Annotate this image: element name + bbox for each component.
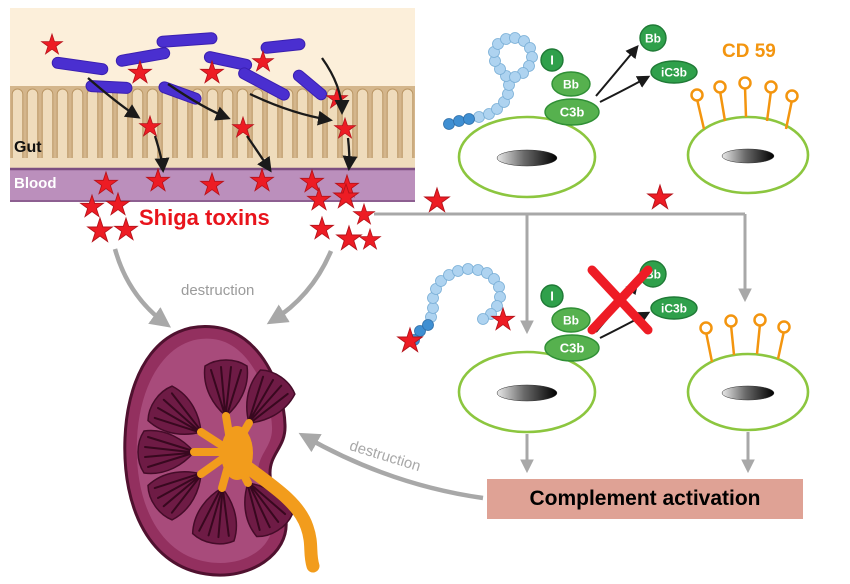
ic3b-molecule — [650, 296, 698, 320]
factor-i-molecule — [540, 284, 564, 308]
cd59-receptors-top — [690, 76, 799, 130]
cd59-label: CD 59 — [722, 41, 776, 62]
factor-h-anchor-beads — [443, 113, 475, 130]
complement-activation-box: Complement activation — [487, 479, 803, 519]
ic3b-molecule — [650, 60, 698, 84]
bb-label: Bb — [563, 78, 579, 92]
cleavage-arrows-top — [595, 44, 651, 103]
c3b-molecule — [544, 98, 600, 126]
nucleus — [721, 148, 775, 164]
inhibition-cross-icon — [587, 265, 653, 335]
c3b-label: C3b — [560, 341, 585, 356]
ic3b-label: iC3b — [661, 66, 687, 80]
factor-i-label: I — [550, 53, 554, 68]
cd59-receptors-bottom — [699, 313, 791, 363]
gut-panel — [10, 8, 415, 202]
mucosa-base — [10, 158, 415, 169]
cell-top-right — [686, 115, 810, 195]
c3b-molecule — [544, 334, 600, 362]
arrow-activation-to-kidney — [298, 432, 484, 501]
kidney-illustration — [123, 325, 320, 577]
c3b-label: C3b — [560, 105, 585, 120]
pathway-connectors — [112, 212, 755, 501]
factor-i-molecule — [540, 48, 564, 72]
cell-bottom-center — [457, 350, 597, 434]
factor-h-chain-top — [443, 32, 538, 130]
bb-molecule — [551, 307, 591, 333]
factor-i-label: I — [550, 289, 554, 304]
nucleus — [496, 384, 558, 402]
intestinal-villi — [10, 86, 415, 158]
complement-activation-label: Complement activation — [529, 487, 761, 510]
bb-released-molecule — [639, 24, 667, 52]
cell-bottom-right — [686, 352, 810, 432]
nucleus — [721, 385, 775, 401]
arrow-toxin-to-kidney-left — [112, 248, 171, 328]
gut-label: Gut — [14, 139, 42, 156]
toxin-star-on-path-right — [648, 185, 673, 209]
convertase-complex-bottom: C3b Bb I Bb iC3b — [540, 260, 698, 362]
bb-label: Bb — [563, 314, 579, 328]
bb-released-label: Bb — [645, 32, 661, 46]
bacteria-group — [51, 32, 328, 105]
arrow-toxin-to-kidney-right — [266, 250, 334, 325]
translocation-arrows — [87, 57, 358, 173]
destruction-label-kidney: destruction — [181, 282, 255, 299]
blood-label: Blood — [14, 175, 57, 192]
cell-top-center — [457, 115, 597, 199]
ic3b-label: iC3b — [661, 302, 687, 316]
toxin-star-on-path-left — [425, 188, 450, 212]
ureter — [236, 457, 320, 573]
factor-h-chain-displaced — [398, 263, 515, 352]
nucleus — [496, 149, 558, 167]
convertase-complex-top: C3b Bb I Bb iC3b — [540, 24, 698, 126]
cleavage-arrows-bottom — [595, 280, 651, 339]
shiga-toxins-label: Shiga toxins — [139, 205, 270, 230]
bb-molecule — [551, 71, 591, 97]
